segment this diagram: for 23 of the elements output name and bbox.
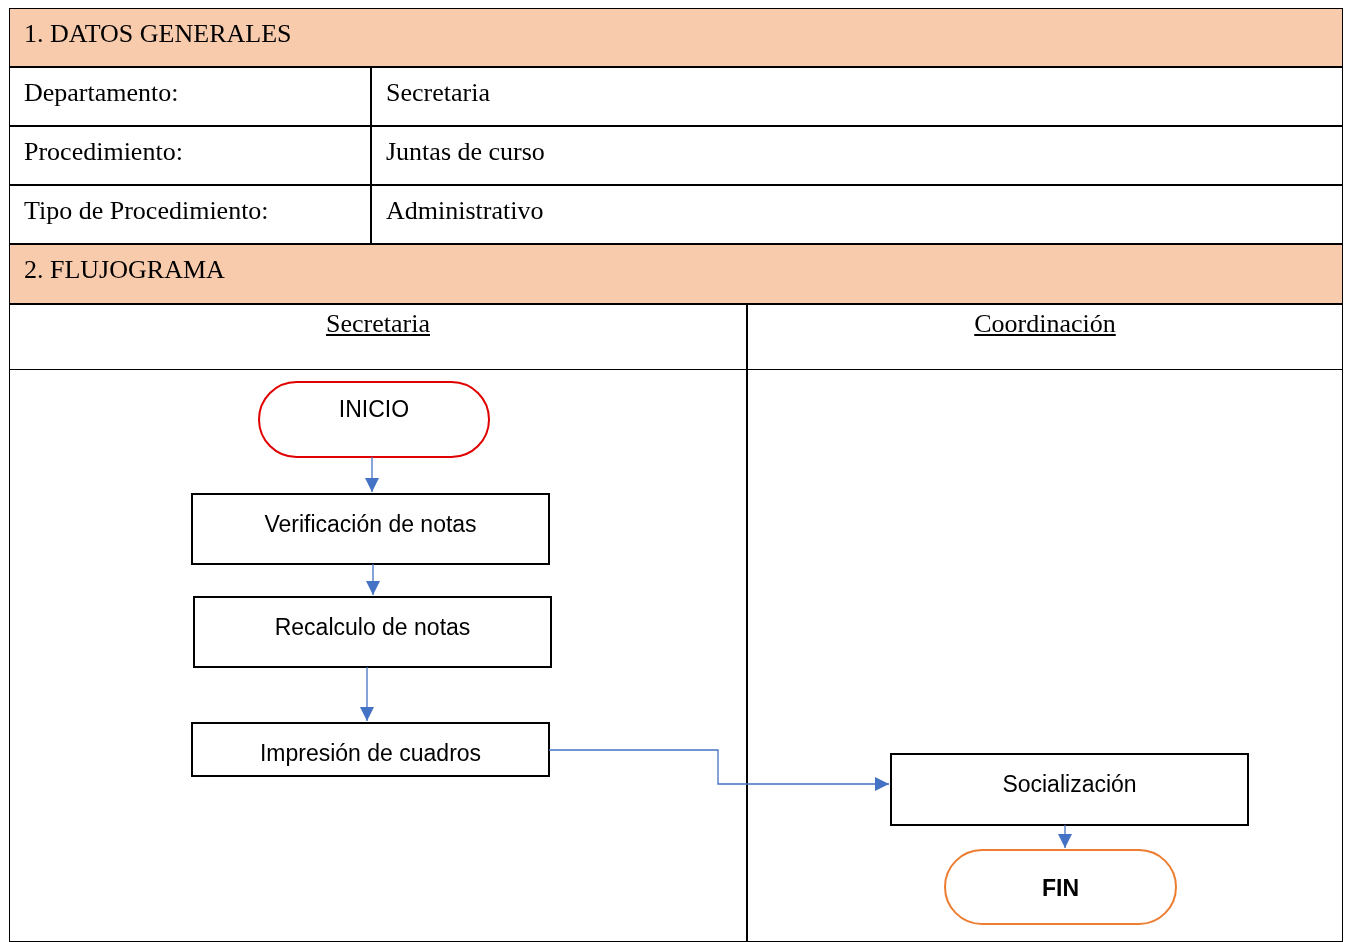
field-value: Secretaria [371,67,1343,126]
field-label: Tipo de Procedimiento: [9,185,371,244]
end-terminal: FIN [944,849,1177,925]
field-label: Procedimiento: [9,126,371,185]
swimlane [747,304,1343,942]
arrow [366,563,380,596]
lane-heading: Secretaria [326,309,430,338]
arrow [1058,824,1072,849]
arrow [548,749,890,791]
arrow [360,666,374,722]
process-box: Socialización [890,753,1249,826]
process-box: Impresión de cuadros [191,722,550,777]
arrow [365,456,379,493]
field-value: Juntas de curso [371,126,1343,185]
process-box: Recalculo de notas [193,596,552,668]
section-header: 2. FLUJOGRAMA [9,244,1343,304]
field-label: Departamento: [9,67,371,126]
section-header: 1. DATOS GENERALES [9,8,1343,67]
lane-heading: Coordinación [974,309,1116,338]
field-value: Administrativo [371,185,1343,244]
swimlane [9,304,747,942]
process-box: Verificación de notas [191,493,550,565]
start-terminal: INICIO [258,381,490,458]
